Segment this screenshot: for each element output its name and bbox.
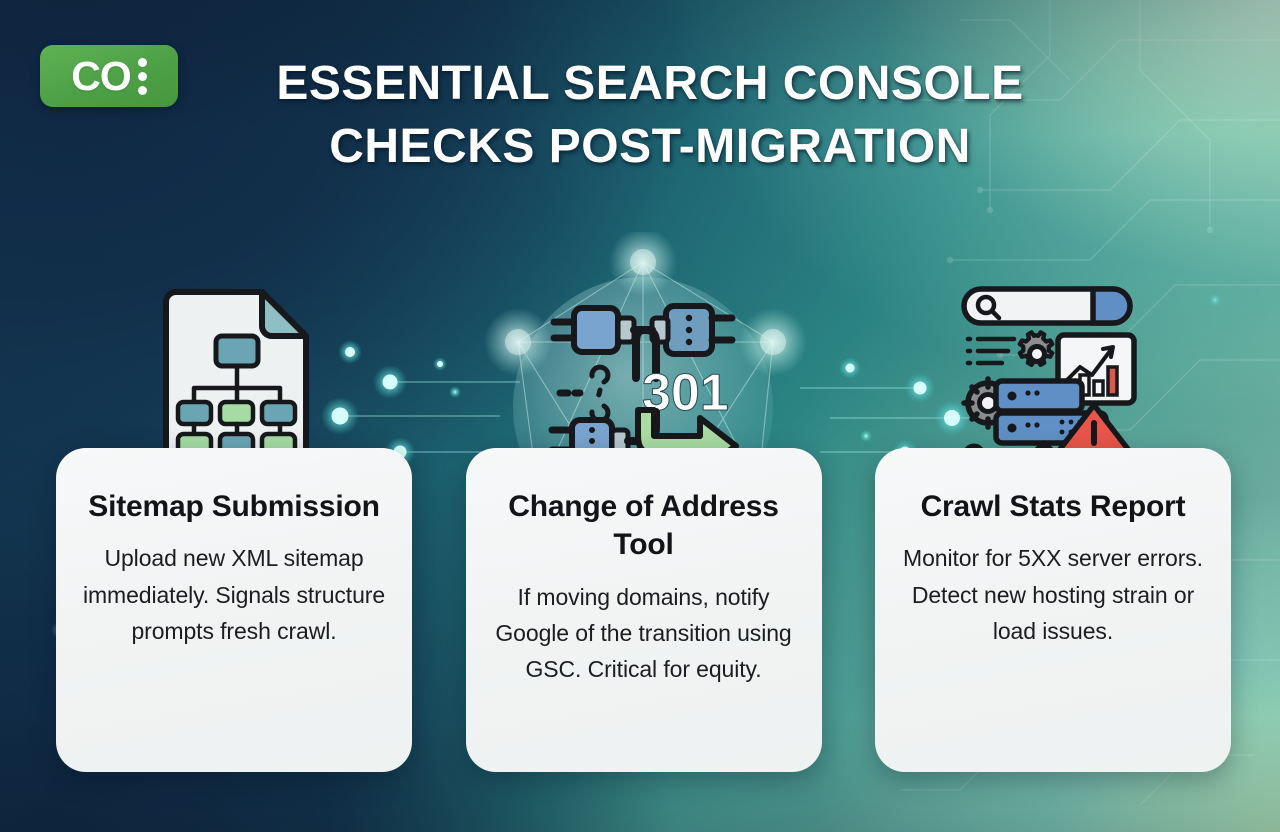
brand-logo-dots-icon xyxy=(137,57,147,95)
card-crawl-stats-report[interactable]: Crawl Stats Report Monitor for 5XX serve… xyxy=(875,448,1231,772)
card-body: Upload new XML sitemap immediately. Sign… xyxy=(82,545,386,644)
card-body: Monitor for 5XX server errors. Detect ne… xyxy=(903,545,1203,644)
brand-logo-text: CO xyxy=(71,52,131,99)
broken-link-icon xyxy=(556,364,611,424)
search-bar-icon xyxy=(961,286,1133,326)
card-body: If moving domains, notify Google of the … xyxy=(495,583,792,682)
plug-left-icon xyxy=(550,305,637,355)
crawl-stats-server-icon xyxy=(958,283,1139,473)
redirect-301-plugs-icon: 301 xyxy=(544,280,740,473)
card-change-of-address-tool[interactable]: Change of Address Tool If moving domains… xyxy=(465,448,822,772)
card-title: Crawl Stats Report xyxy=(920,490,1186,523)
socket-right-icon xyxy=(649,303,736,357)
sitemap-document-icon xyxy=(158,288,314,468)
gear-upper-icon xyxy=(1017,330,1055,367)
card-title: Sitemap Submission xyxy=(88,490,380,523)
brand-logo[interactable]: CO xyxy=(40,45,178,107)
page-title-line-2: CHECKS POST-MIGRATION xyxy=(329,120,971,174)
list-lines-icon xyxy=(965,336,1017,366)
card-title: Change of Address Tool xyxy=(508,490,779,562)
page-title: ESSENTIAL SEARCH CONSOLE CHECKS POST-MIG… xyxy=(210,52,1090,179)
card-row: Sitemap Submission Upload new XML sitema… xyxy=(56,448,1231,772)
card-sitemap-submission[interactable]: Sitemap Submission Upload new XML sitema… xyxy=(56,448,412,772)
page-title-line-1: ESSENTIAL SEARCH CONSOLE xyxy=(276,57,1024,110)
